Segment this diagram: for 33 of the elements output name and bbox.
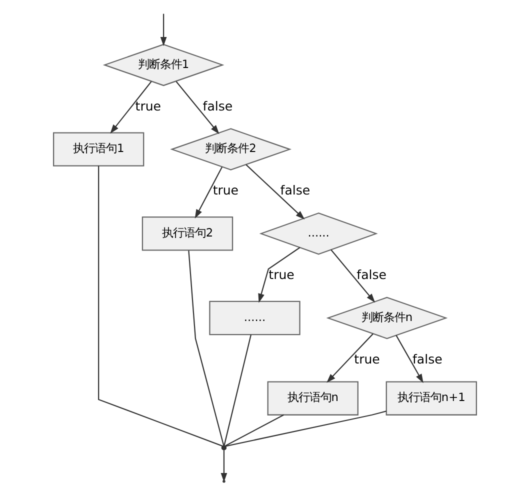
- arrow: [258, 247, 300, 303]
- node-point: [220, 445, 226, 450]
- node-box: 执行语句n: [266, 381, 358, 416]
- arrow: [160, 14, 166, 46]
- arrow: [395, 335, 423, 384]
- edge-label: true: [354, 351, 380, 366]
- node-diamond: 判断条件1: [102, 44, 224, 86]
- edge-label: false: [356, 267, 386, 282]
- node-box: 执行语句1: [52, 132, 144, 166]
- edge-label: true: [268, 267, 294, 282]
- connector: [224, 414, 284, 446]
- connector: [188, 250, 224, 446]
- arrow: [330, 249, 375, 303]
- edge-label: false: [280, 182, 310, 198]
- node-diamond: ......: [258, 212, 378, 255]
- arrow: [326, 333, 373, 383]
- arrow: [175, 81, 219, 134]
- edge-label: false: [202, 98, 232, 114]
- arrow: [220, 450, 227, 482]
- arrow: [110, 81, 152, 134]
- node-box: 执行语句n+1: [385, 381, 476, 416]
- arrow: [194, 166, 222, 219]
- connector: [223, 334, 252, 446]
- node-box: 执行语句2: [141, 216, 233, 251]
- node-diamond: 判断条件n: [326, 296, 448, 340]
- node-diamond: 判断条件2: [170, 128, 291, 170]
- edge-label: false: [412, 351, 442, 366]
- node-box: ......: [208, 300, 300, 336]
- edge-label: true: [134, 98, 161, 114]
- edge-label: true: [212, 182, 238, 198]
- connector: [98, 166, 222, 447]
- arrow: [245, 164, 304, 220]
- connector: [225, 410, 386, 447]
